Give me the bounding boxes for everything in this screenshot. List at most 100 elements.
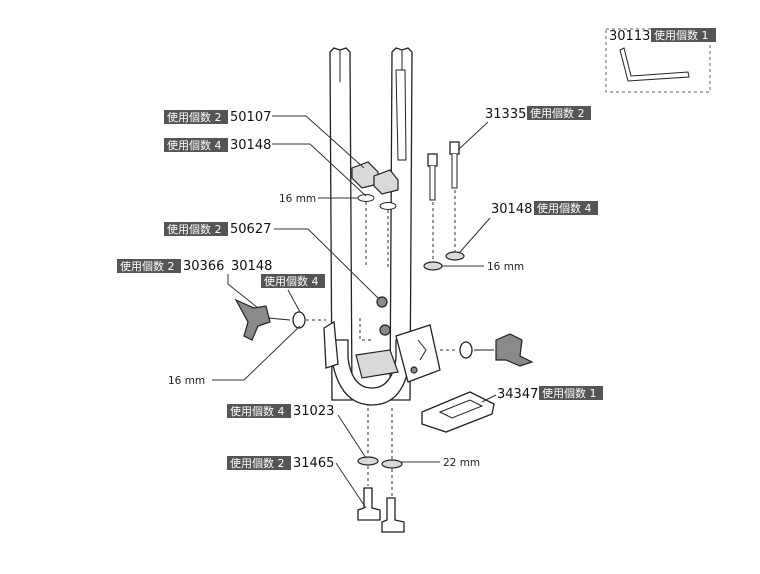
callout-number: 30113 — [609, 29, 650, 44]
callout-tag-box — [164, 222, 228, 236]
base-plate — [421, 391, 495, 433]
bolt-right-shank — [451, 154, 458, 189]
callout-34347: 34347 使用個数 1 — [497, 386, 603, 402]
dimension-bottom-washer: 22 mm — [443, 457, 480, 469]
callout-tag: 使用個数 2 — [167, 111, 222, 124]
left-knob-stud — [267, 317, 291, 321]
left-thumb-knob — [234, 298, 306, 341]
callout-tag: 使用個数 2 — [230, 457, 285, 470]
assembly-lines — [306, 190, 458, 496]
callout-tag-box — [261, 274, 325, 288]
callout-tag-box — [164, 138, 228, 152]
bolt-left-washer — [423, 261, 443, 271]
leader-16mm-left — [212, 325, 301, 381]
leader-34347 — [481, 394, 497, 403]
callout-30113: 30113 使用個数 1 — [609, 28, 716, 44]
callout-tag: 使用個数 4 — [167, 139, 222, 152]
bottom-washer-right — [381, 459, 403, 469]
bolt-left-shank — [429, 166, 436, 201]
left-guide-block — [323, 320, 339, 369]
dimension-left-washer: 16 mm — [168, 375, 205, 387]
leader-30366 — [227, 274, 259, 309]
right-knob-washer — [459, 341, 473, 359]
bolt-right-washer — [445, 251, 465, 261]
t-bolt-right — [381, 497, 405, 533]
callout-number: 50107 — [230, 110, 271, 125]
hole-lower — [379, 324, 391, 336]
callout-tag: 使用個数 1 — [542, 387, 597, 400]
clamp-plate — [395, 324, 441, 383]
callout-tag-box — [164, 110, 228, 124]
hex-key-part — [619, 47, 690, 82]
right-knob-part — [495, 333, 534, 367]
base-bracket — [355, 349, 399, 379]
callout-tag: 使用個数 4 — [264, 275, 319, 288]
leader-30148-top — [272, 143, 367, 197]
callout-tag: 使用個数 2 — [530, 107, 585, 120]
bolt-left-head — [427, 153, 438, 167]
callout-number: 34347 — [497, 387, 538, 402]
callout-30148-right: 30148 使用個数 4 — [491, 201, 598, 217]
right-upright — [389, 47, 413, 401]
top-knob-right — [373, 169, 399, 195]
dash-50627 — [359, 318, 374, 341]
right-thumb-knob — [459, 333, 534, 367]
long-bolts — [423, 141, 465, 271]
callout-tag-box — [227, 404, 291, 418]
callout-30366: 使用個数 2 30366 — [117, 259, 224, 274]
callout-31465: 使用個数 2 31465 — [227, 456, 334, 471]
stand-frame — [323, 47, 441, 406]
t-bolt-left — [357, 487, 381, 521]
callout-31335: 31335 使用個数 2 — [485, 106, 591, 122]
callout-30148-top: 使用個数 4 30148 — [164, 138, 271, 153]
bolt-right-head — [449, 141, 460, 155]
callout-tag: 使用個数 2 — [167, 223, 222, 236]
leader-lines — [212, 115, 497, 509]
callout-number: 31335 — [485, 107, 526, 122]
dimension-right-washer: 16 mm — [487, 261, 524, 273]
leader-31465 — [335, 462, 367, 509]
left-knob-part — [234, 298, 271, 341]
base-plate-recess — [438, 399, 484, 419]
clamp-plate-bolt — [410, 366, 418, 374]
top-washer-right — [379, 202, 397, 210]
callout-tag-box — [117, 259, 181, 273]
leader-31023 — [337, 414, 367, 459]
right-upright-groove — [395, 69, 407, 161]
callout-tag: 使用個数 4 — [537, 202, 592, 215]
inset-frame — [605, 28, 711, 93]
clamp-plate-slot — [417, 339, 427, 361]
callout-tag-box — [227, 456, 291, 470]
callout-31023: 使用個数 4 31023 — [227, 404, 334, 419]
leader-31335 — [457, 121, 489, 151]
dimension-top-washer: 16 mm — [279, 193, 316, 205]
callout-number: 31465 — [293, 456, 334, 471]
leader-30148-left — [287, 289, 301, 313]
callout-number: 30366 — [183, 259, 224, 274]
hex-key-inset — [605, 28, 711, 93]
callout-tag: 使用個数 1 — [654, 29, 709, 42]
callout-tag: 使用個数 2 — [120, 260, 175, 273]
top-knobs — [351, 161, 399, 210]
callout-number: 30148 — [230, 138, 271, 153]
bottom-washer-left — [357, 456, 379, 466]
callout-number: 31023 — [293, 404, 334, 419]
leader-50107 — [272, 115, 365, 169]
callout-number: 30148 — [491, 202, 532, 217]
bottom-hardware — [357, 456, 405, 533]
callout-tag-box — [527, 106, 591, 120]
callout-50627: 使用個数 2 50627 — [164, 222, 271, 237]
left-knob-washer — [292, 311, 306, 329]
callout-number: 50627 — [230, 222, 271, 237]
callout-tag-box — [539, 386, 603, 400]
leader-50627 — [274, 228, 379, 299]
left-upright — [329, 47, 353, 401]
leader-30148-right — [459, 217, 491, 253]
callout-number: 30148 — [231, 259, 272, 274]
callout-tag: 使用個数 4 — [230, 405, 285, 418]
callout-30148-left: 30148 使用個数 4 — [231, 259, 325, 288]
callout-tag-box — [651, 28, 716, 42]
hole-upper — [376, 296, 388, 308]
